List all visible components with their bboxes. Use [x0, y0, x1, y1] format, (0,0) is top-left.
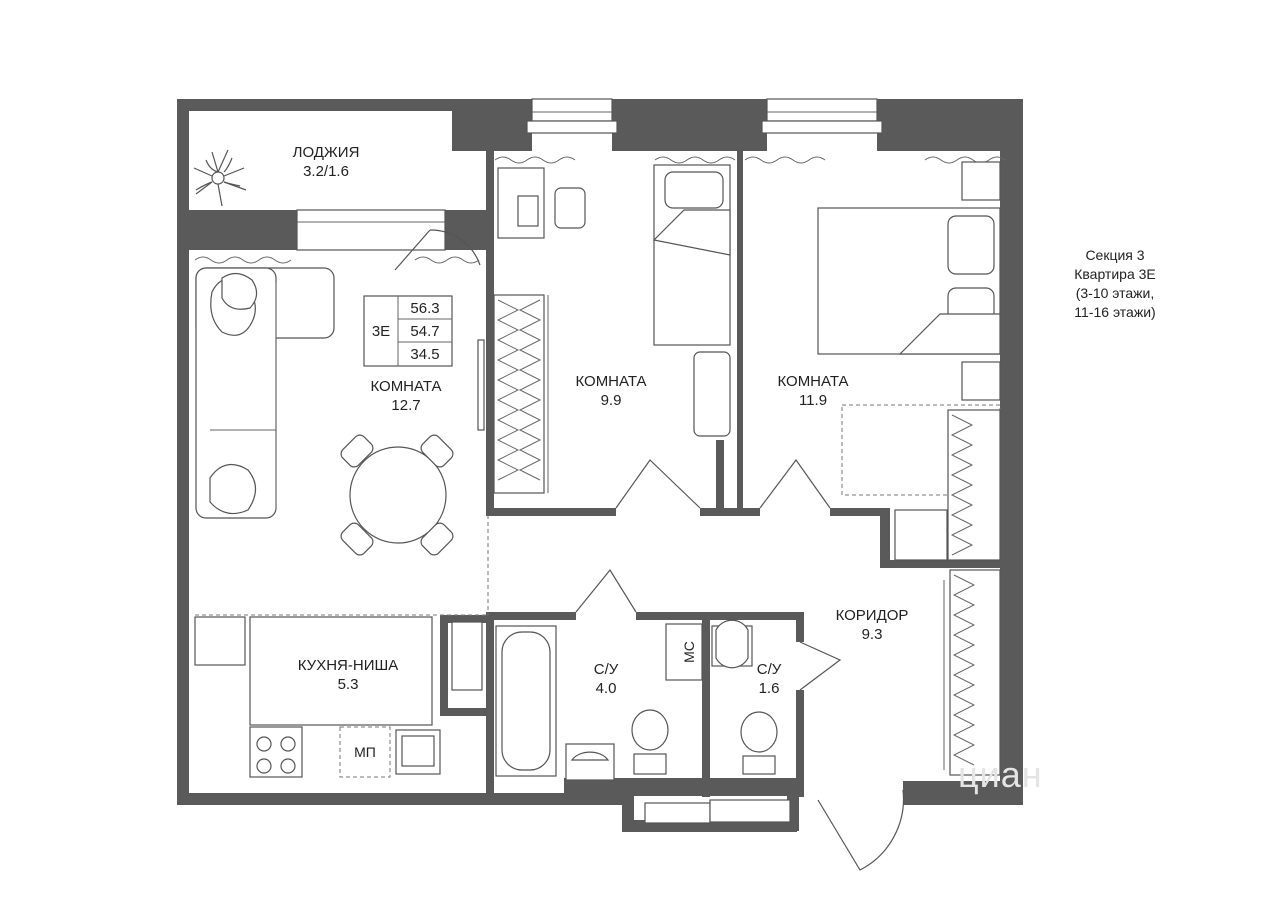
plant-icon	[193, 149, 247, 207]
watermark: циан	[958, 754, 1043, 795]
bath-large-name: С/У	[594, 661, 619, 678]
section-line-2: Квартира 3Е	[1074, 266, 1156, 282]
kitchen-fixtures	[194, 515, 489, 778]
room-labels: ЛОДЖИЯ 3.2/1.6 3Е 56.3 54.7 34.5 КОМНАТА…	[293, 144, 909, 760]
section-line-4: 11-16 этажи)	[1074, 304, 1156, 320]
bath-small-name: С/У	[757, 661, 782, 678]
loggia-name: ЛОДЖИЯ	[293, 144, 360, 161]
room-middle-area: 9.9	[601, 392, 622, 409]
area-code: 3Е	[372, 323, 390, 340]
area-total: 56.3	[410, 300, 439, 317]
corridor-doors	[575, 458, 905, 871]
kitchen-name: КУХНЯ-НИША	[298, 657, 398, 674]
section-line-3: (3-10 этажи,	[1075, 285, 1155, 301]
outer-walls	[177, 99, 1023, 832]
section-line-1: Секция 3	[1085, 247, 1145, 263]
room-middle-name: КОМНАТА	[575, 373, 646, 390]
area-living: 34.5	[410, 346, 439, 363]
dining-table	[340, 434, 454, 556]
living-room-area: 12.7	[391, 397, 420, 414]
corridor-name: КОРИДОР	[836, 607, 909, 624]
living-door	[394, 229, 485, 431]
bath-small-area: 1.6	[759, 680, 780, 697]
ms-tag: МС	[681, 641, 697, 663]
loggia-area: 3.2/1.6	[303, 163, 349, 180]
bath-large-area: 4.0	[596, 680, 617, 697]
area-living-total: 54.7	[410, 323, 439, 340]
living-room-name: КОМНАТА	[370, 378, 441, 395]
mp-tag: МП	[354, 744, 376, 760]
middle-room-furniture	[493, 164, 731, 494]
wardrobes	[894, 409, 1001, 776]
bathroom-large-fixtures	[495, 623, 703, 781]
curtains	[194, 156, 1006, 264]
corridor-area: 9.3	[862, 626, 883, 643]
bathroom-small-fixtures	[711, 619, 778, 775]
section-info: Секция 3 Квартира 3Е (3-10 этажи, 11-16 …	[1040, 246, 1190, 322]
kitchen-area: 5.3	[338, 676, 359, 693]
sofa	[195, 267, 335, 519]
area-table-frame	[363, 295, 453, 367]
room-right-name: КОМНАТА	[777, 373, 848, 390]
room-right-area: 11.9	[799, 392, 827, 409]
windows	[296, 98, 883, 824]
